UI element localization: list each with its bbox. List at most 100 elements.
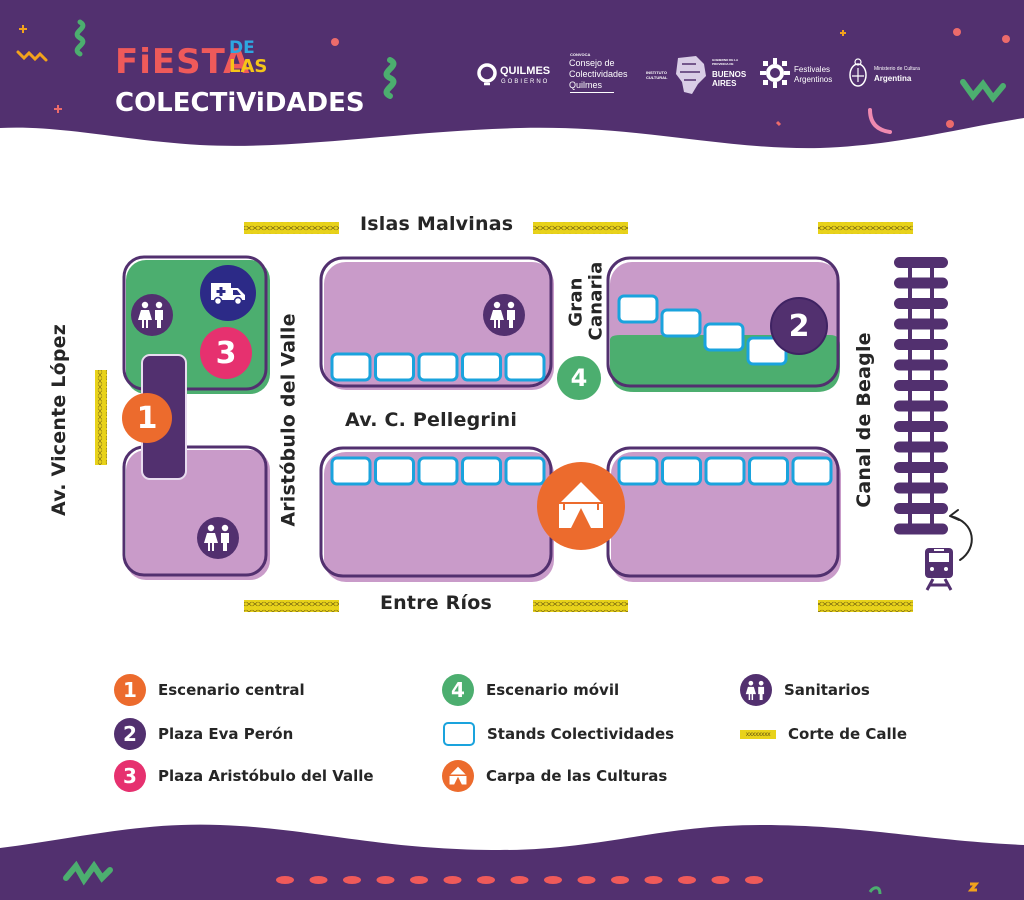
stand-booth[interactable]	[660, 308, 702, 338]
logo-festivales-argentinos: Festivales Argentinos	[760, 58, 840, 92]
stand-booth[interactable]	[661, 456, 702, 486]
street-canal-de-beagle: Canal de Beagle	[853, 332, 875, 508]
confetti-dash	[443, 876, 462, 884]
rail-tie	[894, 318, 948, 330]
header-band	[0, 0, 1024, 149]
stand-booth[interactable]	[504, 352, 546, 382]
logo-consejo: CONVOCA Consejo de Colectividades Quilme…	[568, 52, 638, 94]
confetti-dash	[477, 876, 495, 884]
street-closure-marker	[818, 600, 913, 612]
rail-tie	[894, 503, 948, 514]
rail-tie	[894, 257, 948, 268]
stand-booth[interactable]	[461, 456, 502, 486]
carpa-de-las-culturas-marker[interactable]	[537, 462, 625, 550]
street-av-pellegrini: Av. C. Pellegrini	[345, 409, 518, 431]
street-entre-rios: Entre Ríos	[380, 592, 492, 614]
street-closure-marker	[95, 370, 107, 465]
restroom-icon	[745, 680, 765, 700]
stand-booth[interactable]	[617, 294, 659, 324]
rail-tie	[894, 339, 948, 350]
stand-booth[interactable]	[374, 456, 415, 486]
stand-booth[interactable]	[748, 456, 789, 486]
stand-booth[interactable]	[617, 456, 659, 486]
rail-tie	[894, 277, 948, 289]
street-gran-canaria-2: Canaria	[584, 261, 606, 341]
restroom-icon	[138, 301, 163, 328]
festivales-sun-icon	[760, 58, 790, 88]
ambulance-marker[interactable]	[200, 265, 256, 321]
confetti-zigzag-orange	[16, 50, 48, 62]
marker-4-escenario-movil[interactable]: 4	[557, 356, 601, 400]
argentina-coat-of-arms-icon	[849, 58, 867, 87]
confetti-wave-green-footer	[63, 860, 113, 886]
stand-booth[interactable]	[791, 456, 833, 486]
stand-booth[interactable]	[703, 322, 745, 352]
street-aristobulo-del-valle: Aristóbulo del Valle	[278, 313, 301, 527]
confetti-dash	[711, 876, 730, 884]
rail-tie	[894, 523, 948, 535]
title-colectividades: COLECTiViDADES	[115, 88, 365, 118]
marker-1-escenario-central[interactable]: 1	[122, 393, 172, 443]
confetti-dash	[343, 876, 361, 884]
restroom-marker[interactable]	[483, 294, 525, 336]
legend-carpa: Carpa de las Culturas	[442, 759, 667, 793]
legend-badge-1: 1	[114, 674, 146, 706]
restroom-icon	[490, 301, 515, 328]
legend-sanitarios: Sanitarios	[740, 673, 870, 707]
stand-booth[interactable]	[330, 352, 372, 382]
restroom-icon	[740, 674, 772, 706]
confetti-dash	[745, 876, 763, 884]
stand-booth[interactable]	[374, 352, 415, 382]
confetti-dash	[410, 876, 428, 884]
logo-instituto-cultural: INSTITUTO CULTURAL GOBIERNO DE LA PROVIN…	[646, 54, 756, 96]
confetti-dash	[309, 876, 328, 884]
rail-tie	[894, 380, 948, 391]
confetti-wave-green	[960, 79, 1006, 103]
confetti-dash	[544, 876, 562, 884]
ambulance-icon	[211, 283, 245, 306]
stand-booth[interactable]	[417, 456, 459, 486]
tent-icon	[442, 760, 474, 792]
street-canal-beagle-wrap: Canal de Beagle	[780, 332, 950, 508]
street-closure-marker	[533, 600, 628, 612]
marker-2-plaza-eva-peron[interactable]: 2	[770, 297, 828, 355]
tent-icon	[559, 482, 603, 528]
train-direction-arrow-icon	[949, 509, 973, 561]
street-closure-marker	[244, 600, 339, 612]
buenos-aires-province-map-icon	[676, 56, 706, 94]
restroom-marker[interactable]	[131, 294, 173, 336]
rail-tie	[894, 359, 948, 371]
title-de: DE	[229, 38, 255, 58]
quilmes-icon	[477, 63, 497, 86]
confetti-squiggle-green-2	[383, 57, 397, 99]
street-closure-marker	[533, 222, 628, 234]
festival-title-logo: FiESTA DE LAS COLECTiViDADES	[115, 38, 365, 128]
stands-group	[330, 294, 833, 486]
confetti-dash	[577, 876, 596, 884]
stand-booth[interactable]	[417, 352, 459, 382]
stand-booth[interactable]	[504, 456, 546, 486]
street-islas-malvinas: Islas Malvinas	[360, 213, 514, 235]
confetti-dash	[644, 876, 663, 884]
legend-badge-3: 3	[114, 760, 146, 792]
stand-icon	[443, 722, 475, 746]
rail-tie	[894, 441, 948, 453]
rail-tie	[894, 462, 948, 473]
confetti-dash	[611, 876, 629, 884]
stand-booth[interactable]	[461, 352, 502, 382]
confetti-dash	[376, 876, 395, 884]
stand-booth[interactable]	[330, 456, 372, 486]
confetti-squiggle-green	[74, 19, 86, 57]
stand-booth[interactable]	[704, 456, 746, 486]
legend-escenario-movil: 4 Escenario móvil	[442, 673, 619, 707]
street-closure-marker	[818, 222, 913, 234]
rail-tie	[894, 298, 948, 309]
train-icon	[925, 548, 953, 591]
legend-escenario-central: 1 Escenario central	[114, 673, 305, 707]
marker-3-plaza-aristobulo[interactable]: 3	[200, 327, 252, 379]
street-av-vicente-lopez: Av. Vicente López	[48, 324, 71, 516]
rail-tie	[894, 400, 948, 412]
rail-tie	[894, 421, 948, 432]
confetti-dash	[678, 876, 696, 884]
restroom-marker[interactable]	[197, 517, 239, 559]
